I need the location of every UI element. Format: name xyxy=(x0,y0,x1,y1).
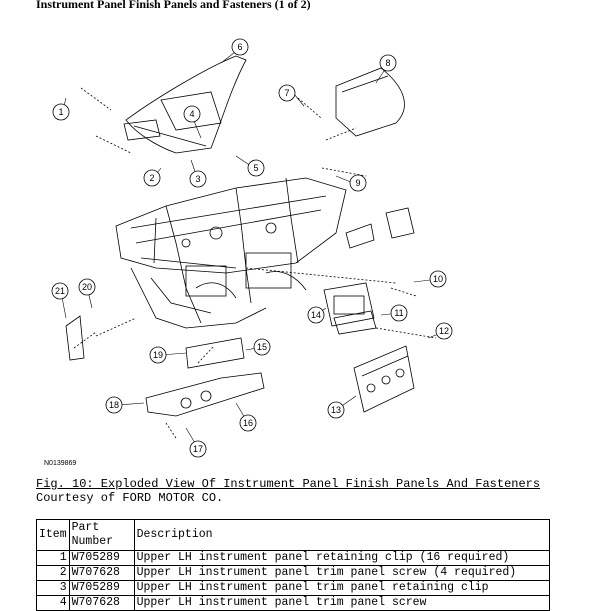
table-row: 4 W707628 Upper LH instrument panel trim… xyxy=(36,595,551,611)
exploded-view-figure: 1 2 3 4 5 6 7 8 9 10 11 12 13 14 15 16 1… xyxy=(36,28,456,474)
callout-1: 1 xyxy=(58,107,63,117)
header-item: Item xyxy=(36,519,70,551)
figure-id-label: N0139869 xyxy=(44,460,77,467)
header-part-line1: Part xyxy=(71,521,100,534)
row-part-number: W707628 xyxy=(68,565,135,581)
callout-17: 17 xyxy=(193,444,203,454)
callout-9: 9 xyxy=(355,178,360,188)
callout-12: 12 xyxy=(439,326,449,336)
row-description: Upper LH instrument panel trim panel scr… xyxy=(133,595,551,611)
row-part-number: W707628 xyxy=(68,595,135,611)
callout-4: 4 xyxy=(189,109,194,119)
callout-2: 2 xyxy=(149,173,154,183)
callout-19: 19 xyxy=(153,350,163,360)
row-item: 2 xyxy=(36,565,70,581)
callout-15: 15 xyxy=(257,342,267,352)
callout-6: 6 xyxy=(237,42,242,52)
row-item: 4 xyxy=(36,595,70,611)
exploded-view-illustration: 1 2 3 4 5 6 7 8 9 10 11 12 13 14 15 16 1… xyxy=(51,38,453,458)
row-item: 1 xyxy=(36,550,70,566)
callout-3: 3 xyxy=(195,174,200,184)
callout-16: 16 xyxy=(243,418,253,428)
courtesy-line: Courtesy of FORD MOTOR CO. xyxy=(36,491,224,505)
callout-13: 13 xyxy=(331,405,341,415)
callout-14: 14 xyxy=(311,310,321,320)
row-part-number: W705289 xyxy=(68,550,135,566)
callout-7: 7 xyxy=(284,88,289,98)
table-row: 2 W707628 Upper LH instrument panel trim… xyxy=(36,565,551,581)
row-item: 3 xyxy=(36,580,70,596)
page-title: Instrument Panel Finish Panels and Faste… xyxy=(36,0,311,11)
table-row: 3 W705289 Upper LH instrument panel trim… xyxy=(36,580,551,596)
callout-10: 10 xyxy=(433,274,443,284)
callout-21: 21 xyxy=(55,286,65,296)
callout-11: 11 xyxy=(394,308,403,318)
callout-8: 8 xyxy=(385,58,390,68)
callout-20: 20 xyxy=(82,282,92,292)
row-description: Upper LH instrument panel trim panel ret… xyxy=(133,580,551,596)
callout-18: 18 xyxy=(109,400,119,410)
upper-lh-panel-shape xyxy=(125,55,247,154)
callout-5: 5 xyxy=(253,163,258,173)
header-part-line2: Number xyxy=(71,535,114,548)
figure-caption: Fig. 10: Exploded View Of Instrument Pan… xyxy=(36,477,541,491)
row-part-number: W705289 xyxy=(68,580,135,596)
row-description: Upper LH instrument panel retaining clip… xyxy=(133,550,551,566)
header-description: Description xyxy=(133,519,551,551)
table-row: 1 W705289 Upper LH instrument panel reta… xyxy=(36,550,551,566)
row-description: Upper LH instrument panel trim panel scr… xyxy=(133,565,551,581)
